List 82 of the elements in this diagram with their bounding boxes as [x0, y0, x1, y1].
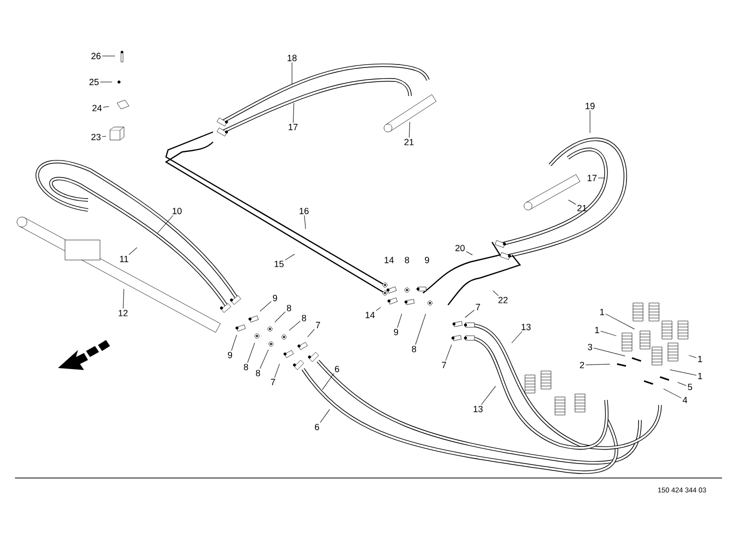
leader-line — [307, 329, 315, 338]
callout-number: 11 — [120, 256, 128, 262]
leader-line — [274, 364, 280, 378]
callout-number: 10 — [172, 208, 182, 214]
callout-number: 1 — [698, 372, 702, 380]
callout-number: 12 — [118, 310, 128, 316]
callout-number: 7 — [270, 378, 276, 386]
callout-number: 1 — [698, 356, 702, 362]
callout-number: 4 — [682, 396, 688, 404]
leader-line — [247, 342, 255, 363]
leader-line — [102, 136, 106, 137]
callout-number: 23 — [91, 134, 101, 140]
leader-line — [260, 349, 269, 369]
leader-line — [464, 310, 475, 318]
callout-number: 1 — [600, 308, 604, 316]
leader-line — [481, 386, 496, 405]
callout-number: 3 — [588, 344, 592, 350]
callout-number: 21 — [577, 204, 587, 212]
leader-line — [466, 251, 473, 256]
leader-line — [677, 382, 687, 386]
leader-line — [600, 330, 616, 336]
callout-number: 24 — [92, 104, 102, 112]
leader-line — [128, 247, 138, 255]
leader-line — [376, 307, 381, 311]
leader-line — [320, 409, 330, 423]
callout-number: 6 — [334, 366, 340, 372]
leader-line — [322, 373, 334, 390]
callout-number: 13 — [474, 406, 483, 412]
callout-number: 26 — [91, 52, 101, 60]
leader-line — [122, 288, 124, 309]
leader-line — [408, 122, 410, 138]
callout-number: 7 — [442, 362, 446, 368]
callout-number: 6 — [314, 424, 320, 430]
leader-line — [593, 348, 626, 356]
leader-line — [415, 314, 426, 345]
callout-number: 22 — [498, 296, 508, 304]
callout-number: 7 — [476, 304, 480, 310]
leader-line — [284, 254, 295, 260]
callout-number: 20 — [455, 244, 465, 252]
callout-number: 2 — [580, 362, 584, 368]
callout-number: 7 — [316, 322, 320, 328]
callout-number: 18 — [288, 54, 297, 62]
leader-line — [102, 106, 110, 108]
callout-number: 9 — [394, 328, 398, 336]
callout-number: 25 — [89, 78, 99, 86]
leader-line — [605, 314, 635, 330]
leader-line — [511, 331, 522, 344]
callout-number: 13 — [522, 324, 531, 330]
leader-line — [397, 314, 402, 328]
leader-line — [670, 370, 697, 376]
callout-number: 19 — [586, 102, 595, 110]
leader-line — [304, 215, 306, 230]
callout-number: 8 — [256, 370, 260, 376]
leader-line — [274, 311, 286, 322]
callout-number: 17 — [288, 124, 298, 130]
callout-number: 21 — [404, 138, 414, 146]
callout-number: 9 — [228, 352, 232, 358]
callout-number: 1 — [595, 326, 600, 334]
leader-line — [585, 364, 610, 366]
leader-line — [445, 344, 452, 361]
callout-number: 15 — [274, 260, 284, 268]
leader-line — [157, 215, 174, 234]
callout-number: 8 — [244, 364, 248, 370]
callout-number: 8 — [302, 314, 306, 322]
callout-number: 8 — [412, 346, 416, 352]
callout-number: 14 — [366, 312, 375, 318]
callout-number: 8 — [286, 304, 292, 312]
callout-number: 9 — [424, 256, 430, 264]
leader-line — [260, 301, 272, 312]
callout-number: 8 — [404, 256, 410, 264]
leader-line — [288, 320, 301, 331]
leader-line — [492, 290, 499, 296]
leader-line — [663, 388, 682, 398]
callout-number: 17 — [588, 174, 597, 182]
callout-number: 5 — [688, 384, 692, 390]
callout-number: 9 — [272, 294, 278, 302]
leader-line — [292, 102, 294, 123]
leader-line — [568, 200, 576, 205]
callout-number: 16 — [300, 208, 309, 214]
callout-number: 14 — [384, 256, 394, 264]
leader-line — [231, 334, 237, 351]
leader-line — [688, 355, 697, 358]
